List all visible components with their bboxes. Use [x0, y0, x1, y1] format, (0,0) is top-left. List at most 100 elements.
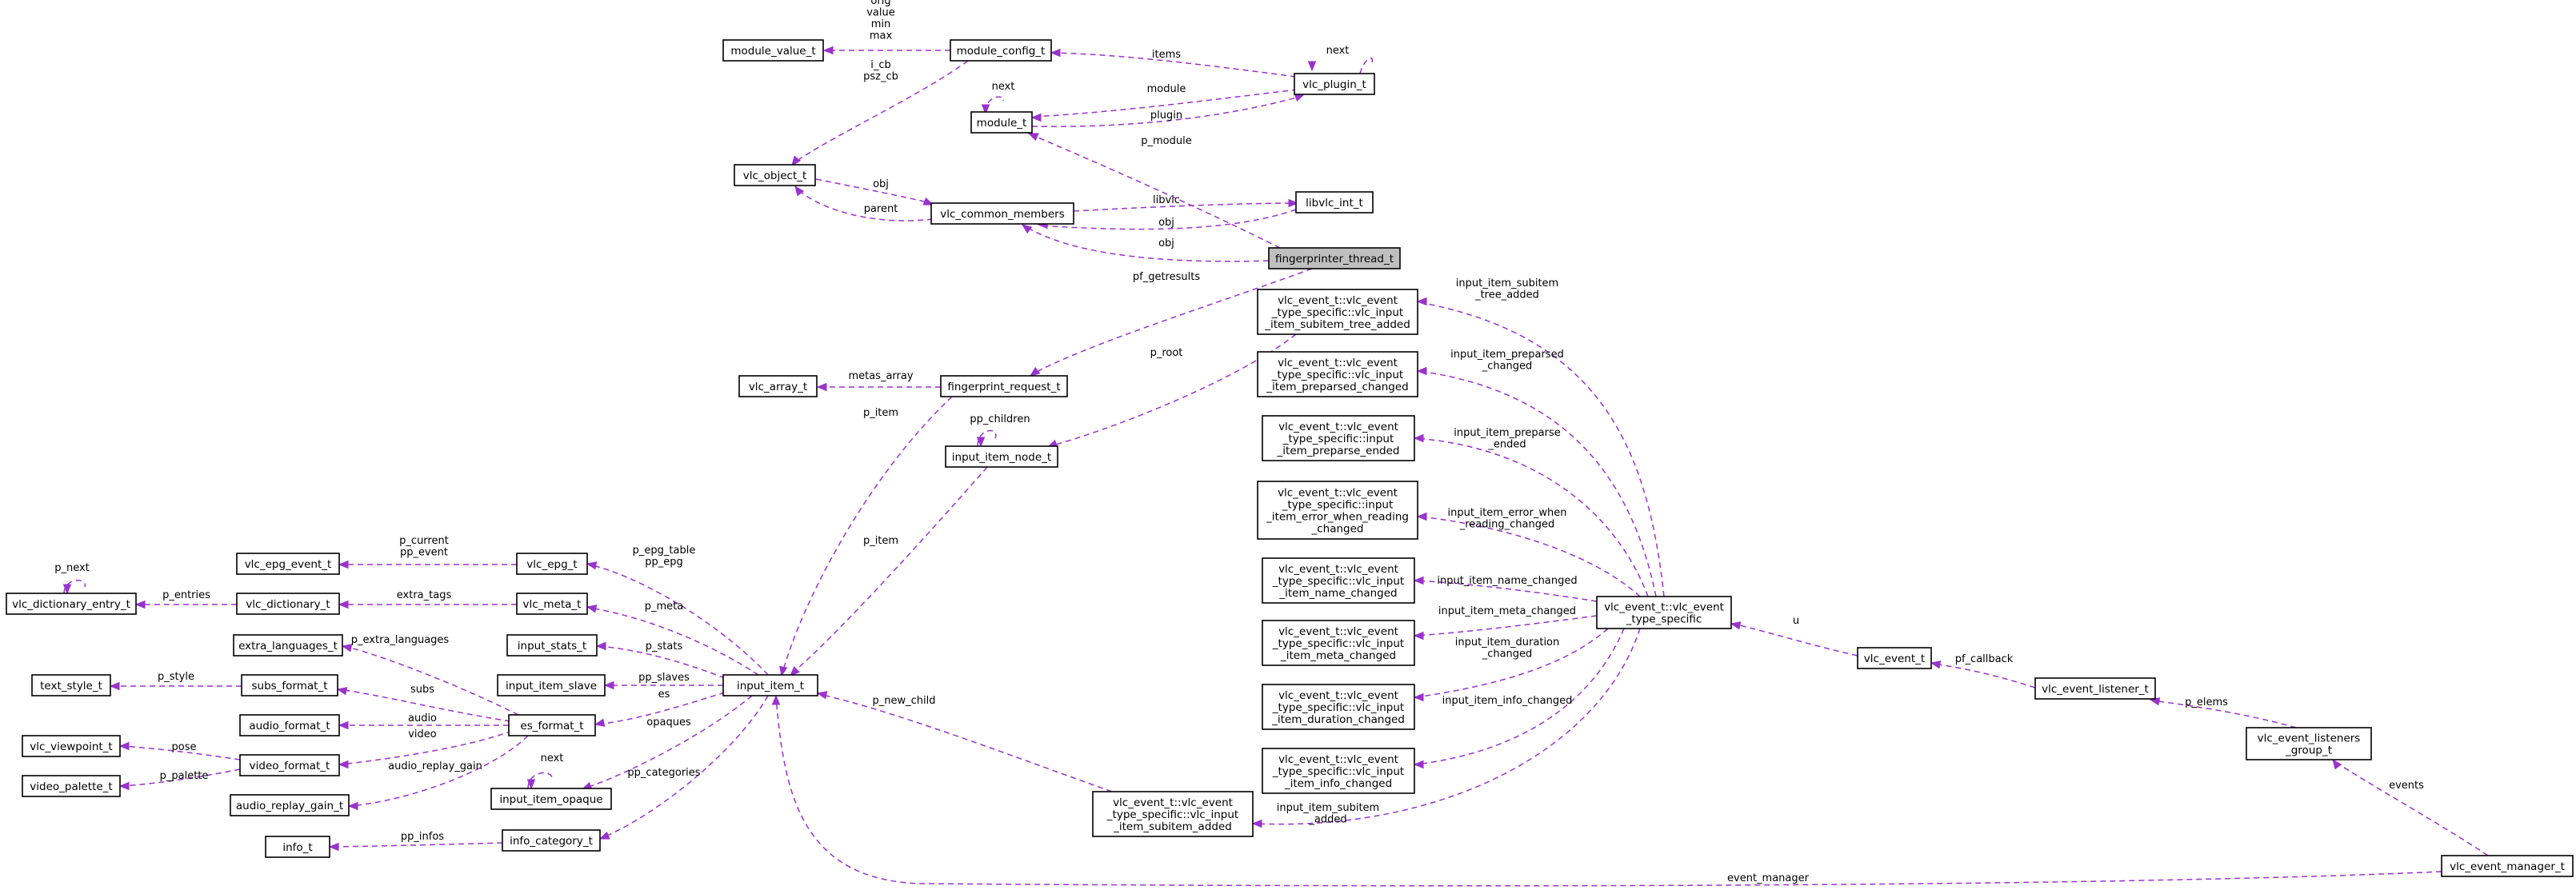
node-text-style-t[interactable]: text_style_t	[31, 674, 111, 696]
node-ev-error-when-reading[interactable]: vlc_event_t::vlc_event_type_specific::in…	[1257, 481, 1418, 540]
node-fingerprinter-thread-t[interactable]: fingerprinter_thread_t	[1268, 247, 1401, 269]
edge-label: es	[658, 688, 670, 700]
edge-ev-subitem-added--input-item-t: p_new_child	[816, 691, 1113, 792]
edge-label: pp_event	[400, 547, 448, 559]
node-box	[516, 593, 588, 615]
node-vlc-event-listener-t[interactable]: vlc_event_listener_t	[2034, 677, 2156, 700]
edge-arrowhead	[347, 801, 358, 811]
node-box	[22, 775, 121, 797]
node-ev-subitem-added[interactable]: vlc_event_t::vlc_event_type_specific::vl…	[1092, 791, 1254, 837]
node-audio-format-t[interactable]: audio_format_t	[239, 714, 340, 736]
edge-arrowhead	[1251, 819, 1262, 828]
node-ev-meta-changed[interactable]: vlc_event_t::vlc_event_type_specific::vl…	[1262, 620, 1415, 666]
edge-label: items	[1152, 49, 1181, 61]
node-input-item-t[interactable]: input_item_t	[722, 674, 818, 696]
node-ev-info-changed[interactable]: vlc_event_t::vlc_event_type_specific::vl…	[1262, 748, 1415, 794]
node-vlc-common-members[interactable]: vlc_common_members	[930, 202, 1074, 225]
node-fingerprint-request-t[interactable]: fingerprint_request_t	[940, 375, 1068, 397]
node-label: vlc_dictionary_t	[246, 598, 330, 611]
edge-vlc-dictionary-entry-t--self: p_next	[54, 562, 90, 595]
edge-arrowhead	[336, 687, 348, 696]
node-label: info_category_t	[510, 835, 593, 848]
node-box	[930, 202, 1074, 225]
node-label: vlc_plugin_t	[1302, 78, 1366, 91]
node-input-stats-t[interactable]: input_stats_t	[506, 634, 598, 657]
edge-arrowhead	[1027, 133, 1039, 142]
node-vlc-meta-t[interactable]: vlc_meta_t	[516, 593, 588, 615]
node-module-value-t[interactable]: module_value_t	[722, 39, 824, 62]
node-ev-preparse-ended[interactable]: vlc_event_t::vlc_event_type_specific::in…	[1262, 415, 1415, 461]
node-ev-duration-changed[interactable]: vlc_event_t::vlc_event_type_specific::vl…	[1262, 684, 1415, 730]
node-vlc-array-t[interactable]: vlc_array_t	[738, 375, 818, 397]
node-vlc-plugin-t[interactable]: vlc_plugin_t	[1294, 73, 1375, 95]
node-vlc-object-t[interactable]: vlc_object_t	[734, 164, 816, 186]
edge-arrowhead	[1050, 48, 1061, 58]
node-label: vlc_meta_t	[523, 598, 582, 611]
node-vlc-event-t[interactable]: vlc_event_t	[1857, 647, 1932, 669]
node-label: vlc_event_manager_t	[2450, 860, 2565, 873]
node-subs-format-t[interactable]: subs_format_t	[241, 674, 338, 696]
node-label: input_item_node_t	[952, 451, 1051, 464]
edge-label: pose	[172, 741, 197, 753]
edge-input-item-t--input-item-opaque: opaques	[581, 695, 753, 790]
node-audio-replay-gain-t[interactable]: audio_replay_gain_t	[230, 794, 350, 816]
node-vlc-event-manager-t[interactable]: vlc_event_manager_t	[2441, 855, 2574, 877]
edge-arrowhead	[794, 185, 805, 197]
edge-arrowhead	[771, 694, 781, 705]
edge-label: libvlc	[1153, 194, 1180, 206]
node-label: vlc_epg_t	[526, 558, 577, 571]
node-input-item-node-t[interactable]: input_item_node_t	[945, 445, 1058, 468]
edge-vlc-common-members--libvlc-int-t: libvlc	[1073, 194, 1299, 212]
node-box	[940, 375, 1068, 397]
edge-label: obj	[873, 178, 889, 190]
node-label: video_palette_t	[30, 780, 112, 793]
edge-label: value	[866, 7, 895, 19]
edge-type-specific--subitem-tree-added: input_item_subitem_tree_added	[1416, 277, 1665, 597]
node-info-category-t[interactable]: info_category_t	[502, 829, 601, 852]
edge-label: orig	[870, 0, 890, 7]
node-vlc-dictionary-t[interactable]: vlc_dictionary_t	[236, 593, 340, 615]
edge-vlc-plugin-t--vlc-plugin-t: next	[1307, 45, 1374, 74]
node-box	[1262, 748, 1415, 794]
node-vlc-dictionary-entry-t[interactable]: vlc_dictionary_entry_t	[6, 593, 137, 615]
node-video-palette-t[interactable]: video_palette_t	[22, 775, 121, 797]
node-box	[1295, 191, 1374, 214]
node-module-t[interactable]: module_t	[970, 111, 1033, 134]
node-ev-preparsed-changed[interactable]: vlc_event_t::vlc_event_type_specific::vl…	[1257, 351, 1418, 397]
edge-arrowhead	[586, 605, 598, 613]
node-vlc-epg-event-t[interactable]: vlc_epg_event_t	[236, 553, 340, 575]
node-video-format-t[interactable]: video_format_t	[239, 754, 340, 776]
node-ev-subitem-tree-added[interactable]: vlc_event_t::vlc_event_type_specific::vl…	[1257, 289, 1418, 335]
node-box	[2034, 677, 2156, 700]
node-input-item-slave[interactable]: input_item_slave	[497, 674, 606, 696]
edge-arrowhead	[1930, 661, 1942, 669]
node-box	[241, 674, 338, 696]
node-box	[506, 634, 598, 657]
edge-arrowhead	[1416, 366, 1427, 376]
node-box	[236, 553, 340, 575]
node-vlc-epg-t[interactable]: vlc_epg_t	[516, 553, 588, 575]
edge-arrowhead	[338, 600, 349, 609]
node-info-t[interactable]: info_t	[265, 836, 330, 858]
node-box	[1262, 557, 1415, 604]
node-input-item-opaque[interactable]: input_item_opaque	[490, 788, 612, 810]
edge-arrowhead	[816, 691, 828, 700]
node-box	[2246, 727, 2372, 760]
node-extra-languages-t[interactable]: extra_languages_t	[233, 634, 343, 657]
edge-label: parent	[864, 203, 898, 215]
edge-label: p_root	[1150, 347, 1183, 359]
edge-es-format-t--subs-format-t: subs	[336, 684, 511, 722]
node-vlc-viewpoint-t[interactable]: vlc_viewpoint_t	[22, 735, 121, 757]
edge-label: module	[1147, 83, 1186, 95]
node-label: fingerprinter_thread_t	[1275, 253, 1394, 265]
node-libvlc-int-t[interactable]: libvlc_int_t	[1295, 191, 1374, 214]
node-es-format-t[interactable]: es_format_t	[508, 714, 596, 736]
node-vlc-event-listeners-group-t[interactable]: vlc_event_listeners_group_t	[2246, 727, 2372, 760]
edge-vlc-event-t--type-specific: u	[1730, 615, 1858, 657]
node-module-config-t[interactable]: module_config_t	[950, 39, 1052, 62]
node-ev-name-changed[interactable]: vlc_event_t::vlc_event_type_specific::vl…	[1262, 557, 1415, 604]
node-vlc-event-type-specific[interactable]: vlc_event_t::vlc_event_type_specific	[1596, 596, 1732, 629]
edge-arrowhead	[594, 718, 606, 727]
